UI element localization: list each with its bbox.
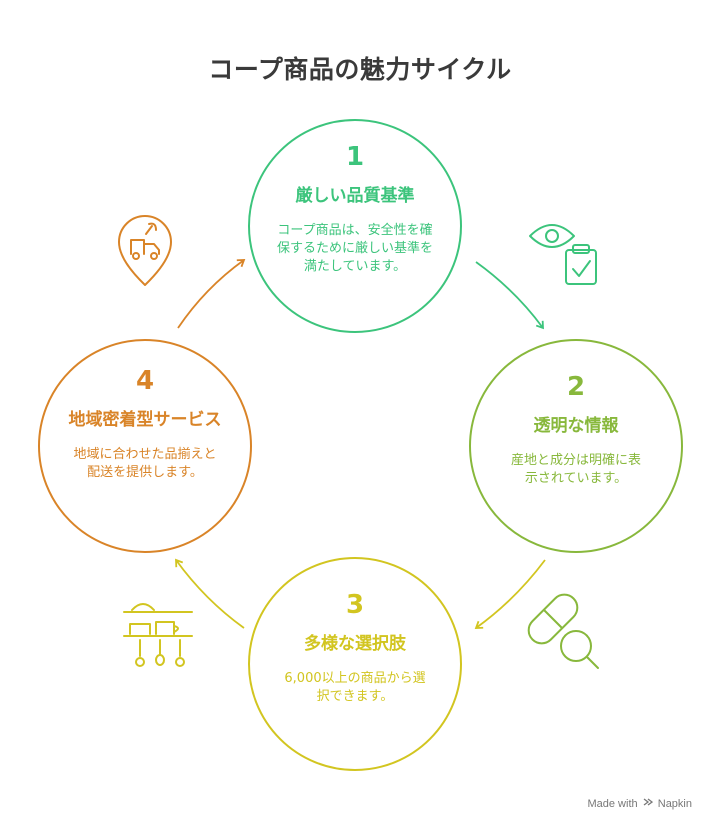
step-2-node: 2 透明な情報 産地と成分は明確に表示されています。 (494, 372, 658, 488)
diagram-title: コープ商品の魅力サイクル (208, 55, 512, 84)
step-4-description: 地域に合わせた品揃えと配送を提供します。 (73, 447, 217, 480)
step-2-number: 2 (566, 372, 586, 402)
arrow-4-to-1 (177, 259, 246, 329)
napkin-credit[interactable]: Made with Napkin (587, 797, 692, 810)
step-1-node: 1 厳しい品質基準 コープ商品は、安全性を確保するために厳しい基準を満たしていま… (270, 142, 440, 276)
step-4-number: 4 (135, 366, 155, 396)
step-3-node: 3 多様な選択肢 6,000以上の商品から選択できます。 (273, 590, 437, 706)
pill-magnifier-icon (527, 593, 599, 669)
step-4-heading: 地域密着型サービス (68, 410, 222, 430)
step-3-number: 3 (345, 590, 365, 620)
step-3-circle (248, 557, 462, 771)
step-1-circle (248, 119, 462, 333)
kitchen-shelf-icon (123, 603, 193, 667)
arrow-1-to-2 (475, 261, 544, 330)
delivery-truck-pin-icon (118, 215, 172, 286)
napkin-logo-icon (643, 797, 653, 810)
step-3-heading: 多様な選択肢 (304, 634, 406, 654)
arrow-2-to-3 (474, 559, 546, 629)
step-1-number: 1 (345, 142, 365, 172)
made-with-label: Made with (587, 798, 638, 810)
step-1-description: コープ商品は、安全性を確保するために厳しい基準を満たしています。 (277, 223, 434, 274)
step-1-heading: 厳しい品質基準 (295, 186, 415, 206)
eye-clipboard-icon (529, 224, 597, 285)
step-4-node: 4 地域密着型サービス 地域に合わせた品揃えと配送を提供します。 (60, 366, 230, 482)
step-4-circle (38, 339, 252, 553)
step-3-description: 6,000以上の商品から選択できます。 (284, 671, 426, 704)
arrow-3-to-4 (175, 558, 245, 629)
step-2-description: 産地と成分は明確に表示されています。 (510, 453, 641, 486)
step-2-circle (469, 339, 683, 553)
napkin-brand-label: Napkin (657, 798, 692, 810)
step-2-heading: 透明な情報 (533, 416, 619, 436)
